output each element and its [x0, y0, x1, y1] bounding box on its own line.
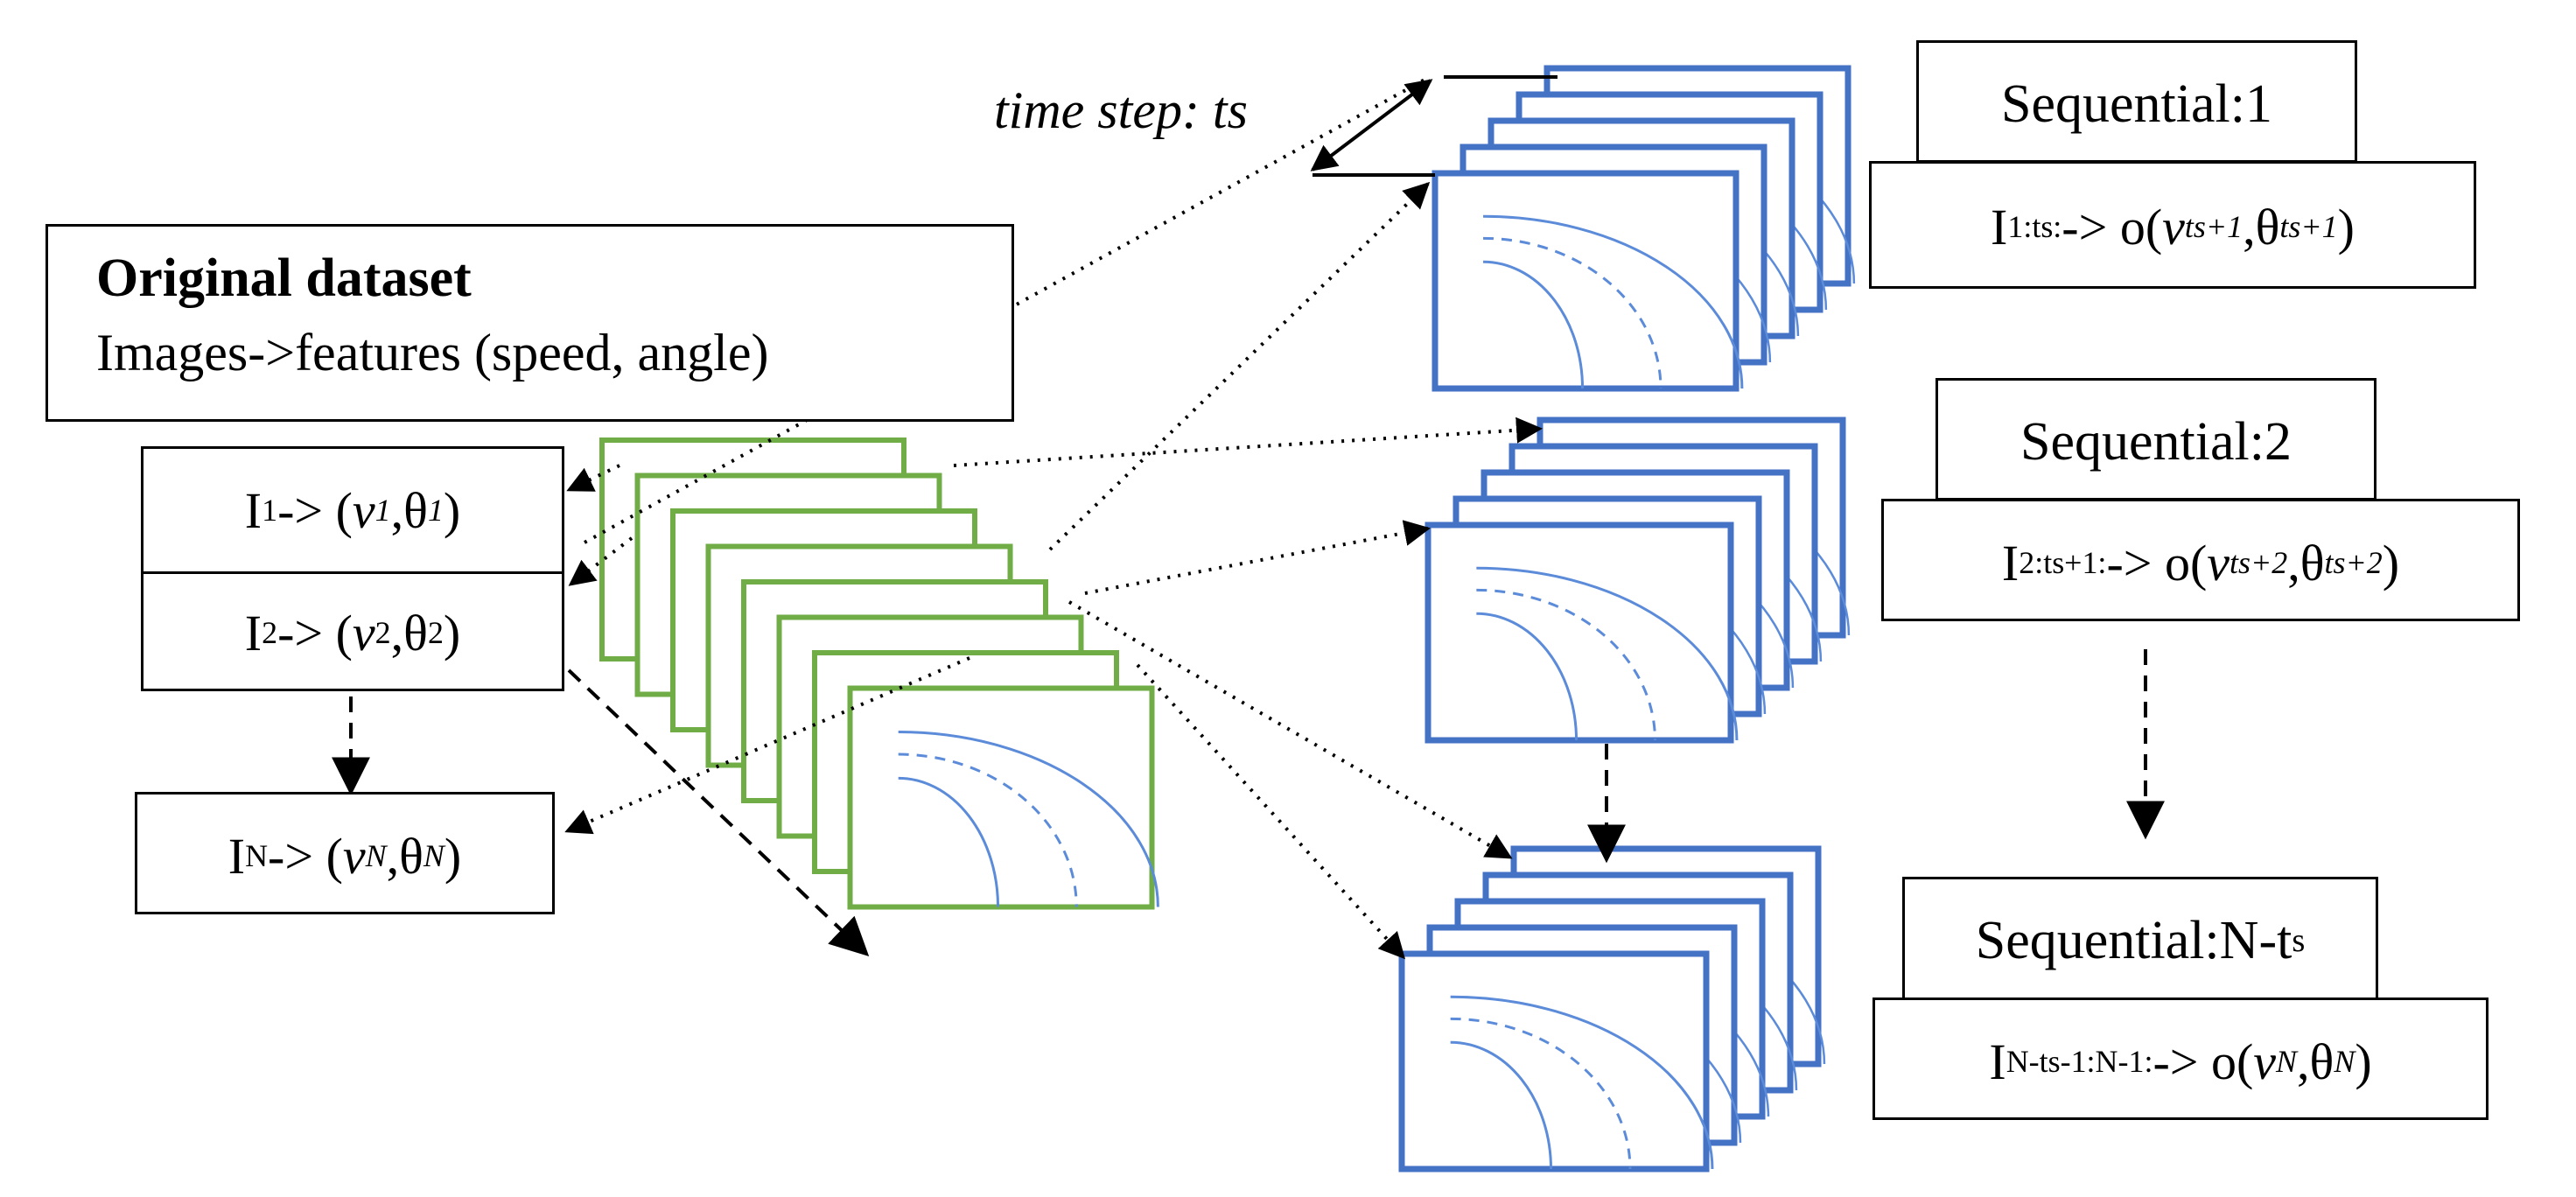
contour-line — [1476, 612, 1578, 741]
sequence-stack-n — [1398, 845, 1826, 1172]
contour-dashed — [1483, 236, 1662, 389]
original-image-stack — [599, 438, 1159, 910]
original-dataset-subtitle: Images->features (speed, angle) — [96, 324, 769, 382]
contour-line — [1450, 995, 1714, 1170]
arrow-to-seq2 — [1084, 520, 1431, 595]
sequential-2-title-box: Sequential: 2 — [1936, 378, 2376, 500]
sequence-image-frame — [1432, 170, 1744, 392]
contour-line — [898, 776, 1000, 907]
arrow-to-seq2-top — [953, 416, 1543, 467]
arrow-to-seqN-top — [1068, 600, 1513, 859]
original-dataset-box: Original dataset Images->features (speed… — [46, 224, 1014, 422]
arrow-to-seq1 — [1048, 181, 1431, 551]
original-dataset-title: Original dataset — [96, 248, 472, 308]
time-step-label: time step: ts — [994, 81, 1248, 139]
sequential-2-title: Sequential: 2 — [2020, 411, 2292, 472]
contour-dashed — [898, 752, 1078, 907]
time-step-arrow — [1310, 79, 1433, 172]
contour-line — [1483, 214, 1744, 389]
contour-line — [1483, 260, 1585, 389]
contour-line — [1450, 1040, 1553, 1170]
sequence-stack-1 — [1432, 65, 1856, 392]
sequential-1-title: Sequential: 1 — [2001, 74, 2272, 134]
arrow-features-continue — [567, 668, 870, 957]
arrow-frame-to-I2 — [568, 536, 634, 586]
arrow-to-seqN — [1136, 663, 1406, 960]
frame-border — [1424, 522, 1734, 744]
connector-arrows — [332, 75, 2165, 960]
frame-border — [1398, 950, 1710, 1172]
sequence-stack-2 — [1424, 416, 1851, 744]
sequential-1-title-box: Sequential: 1 — [1916, 40, 2357, 163]
contour-dashed — [1476, 588, 1656, 741]
sequence-image-frame — [1424, 522, 1739, 744]
contour-line — [1476, 566, 1739, 741]
frame-border — [847, 685, 1155, 910]
image-frames — [599, 65, 1856, 1172]
feature-divider — [144, 571, 562, 574]
contour-dashed — [1450, 1017, 1632, 1170]
frame-border — [1432, 170, 1740, 392]
original-image-frame — [847, 685, 1159, 910]
contour-line — [898, 731, 1159, 907]
sequence-image-frame — [1398, 950, 1714, 1172]
